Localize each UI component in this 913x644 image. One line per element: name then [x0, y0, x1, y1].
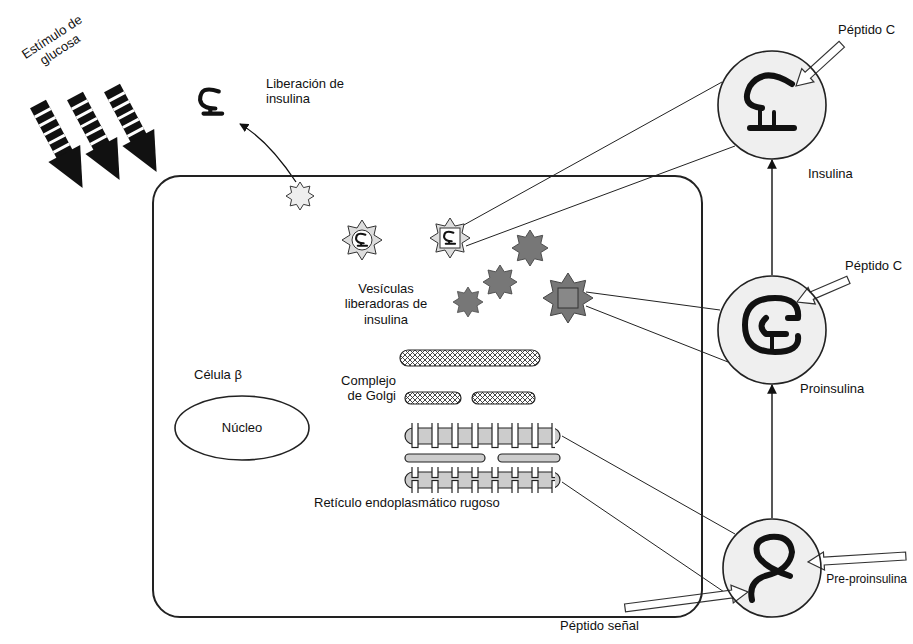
nucleus-ellipse — [174, 395, 310, 461]
insulin-glyph — [747, 75, 794, 128]
peptide-label: Péptido C — [838, 22, 895, 37]
vesicle — [512, 230, 548, 266]
leader-line — [462, 82, 722, 226]
leader-line — [562, 436, 735, 534]
vesicle-fusing — [286, 182, 314, 210]
leader-line — [466, 146, 735, 246]
vesicle — [483, 265, 517, 299]
insulin-circle — [717, 50, 827, 160]
golgi-cisterna — [472, 392, 535, 404]
ribosomes — [410, 423, 555, 449]
insulin-mini — [356, 234, 367, 246]
golgi-complex — [400, 350, 540, 404]
stimulus-label: Estímulo de glucosa — [12, 8, 99, 79]
er-cisterna — [405, 454, 485, 462]
circle-label: Insulina — [808, 166, 853, 181]
proinsulin-glyph — [745, 298, 798, 352]
vesicle-core — [558, 288, 578, 308]
circle-label: Proinsulina — [800, 381, 864, 396]
leader-line — [562, 482, 730, 596]
pointer-arrow — [790, 38, 848, 93]
vesicle — [342, 220, 382, 260]
proinsulin-circle — [717, 275, 827, 385]
transition-arrow — [771, 385, 772, 518]
proinsulin-glyph — [770, 336, 774, 350]
circle-fill — [722, 518, 822, 618]
glucose-arrows — [22, 80, 172, 197]
release-label: Liberación de insulina — [266, 76, 346, 107]
golgi-cisterna — [400, 350, 540, 366]
pointer-arrow — [793, 272, 852, 311]
vesicle-label: Vesículas liberadoras de insulina — [330, 281, 442, 327]
insulin-mini — [444, 232, 455, 244]
er-label: Retículo endoplasmático rugoso — [314, 495, 500, 510]
nucleus-ellipse: Núcleo — [174, 395, 310, 461]
vesicles — [286, 182, 593, 323]
leader-line — [586, 292, 720, 310]
leader-lines — [462, 82, 735, 596]
preproinsulin-circle — [722, 518, 822, 618]
proinsulin-circle: Proinsulina — [717, 275, 827, 385]
vesicle-core — [352, 230, 372, 250]
insulin-glyph — [760, 110, 774, 128]
proinsulin-glyph — [762, 318, 787, 334]
pointer-arrows — [624, 38, 906, 617]
leader-line — [586, 306, 728, 362]
circle-fill — [717, 50, 827, 160]
vesicle — [543, 273, 593, 323]
rough-er — [405, 423, 560, 493]
nucleus-label: Núcleo — [222, 420, 262, 435]
preproinsulin-circle — [723, 519, 821, 617]
circle-label: Pre-proinsulina — [826, 572, 907, 586]
preproinsulin-circle: Pre-proinsulina — [722, 518, 822, 618]
insulin-circle: Insulina — [717, 50, 827, 160]
insulin-glyph — [747, 75, 792, 108]
pointer-arrow — [807, 547, 906, 571]
insulin-circle — [718, 51, 826, 159]
vesicle-core — [440, 228, 460, 248]
released-insulin — [200, 89, 222, 113]
pointer-arrow — [624, 583, 749, 617]
golgi-label: Complejo de Golgi — [324, 373, 396, 404]
cell-outline: Célula β Vesículas liberadoras de insulin… — [152, 175, 703, 618]
proinsulin-circle — [718, 276, 826, 384]
cell-label: Célula β — [194, 367, 242, 382]
transition-arrow — [771, 160, 772, 275]
ribosomes — [410, 467, 555, 493]
vesicle — [453, 287, 483, 317]
preproinsulin-glyph — [751, 537, 792, 600]
stimulus-arrow — [96, 80, 172, 181]
golgi-cisterna — [405, 392, 461, 404]
release-arrow — [240, 124, 296, 182]
preproinsulin-glyph — [751, 537, 792, 600]
proinsulin-glyph — [745, 298, 798, 352]
er-cisterna — [498, 454, 560, 462]
nucleus-ellipse — [175, 396, 309, 460]
peptide-label: Péptido C — [845, 258, 902, 273]
peptide-label: Péptido señal — [560, 618, 639, 633]
vesicle — [430, 218, 470, 258]
